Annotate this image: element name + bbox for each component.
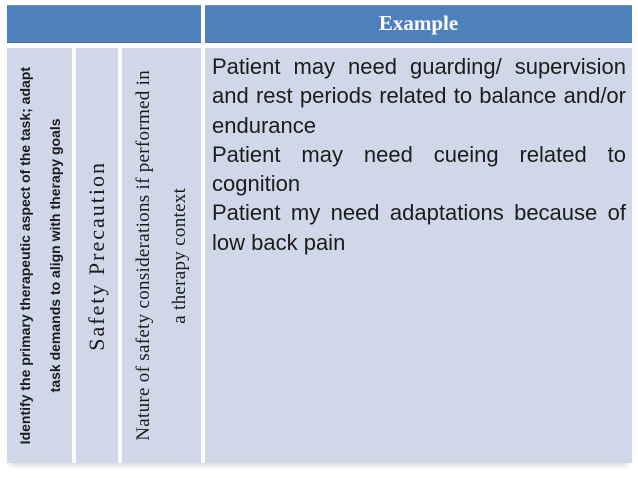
safety-considerations-table: Example Identify the primary therapeutic… — [7, 5, 632, 463]
safety-precaution-line-1: Safety Precaution — [84, 160, 109, 351]
example-paragraph-cueing: Patient may need cueing related to cogni… — [212, 141, 626, 197]
example-content-cell: Patient may need guarding/ supervision a… — [205, 48, 632, 463]
nature-of-safety-text: Nature of safety considerations if perfo… — [126, 70, 198, 441]
example-paragraph-guarding: Patient may need guarding/ supervision a… — [212, 54, 626, 138]
column-safety-precaution: Safety Precaution — [76, 48, 118, 463]
therapeutic-aspect-line-2: task demands to align with therapy goals — [46, 118, 63, 393]
safety-precaution-text: Safety Precaution — [78, 161, 116, 351]
nature-of-safety-line-1: Nature of safety considerations if perfo… — [132, 70, 154, 441]
example-paragraph-adaptations: Patient my need adaptations because of l… — [212, 200, 626, 255]
therapeutic-aspect-line-1: Identify the primary therapeutic aspect … — [16, 66, 33, 445]
rotated-label-columns: Identify the primary therapeutic aspect … — [7, 48, 201, 463]
nature-of-safety-line-2: a therapy context — [168, 187, 190, 324]
header-empty-cell — [7, 5, 201, 43]
column-therapeutic-aspect: Identify the primary therapeutic aspect … — [7, 48, 72, 463]
therapeutic-aspect-text: Identify the primary therapeutic aspect … — [10, 67, 70, 444]
column-nature-of-safety: Nature of safety considerations if perfo… — [122, 48, 201, 463]
header-example-cell: Example — [205, 5, 632, 43]
example-header-label: Example — [378, 10, 459, 35]
